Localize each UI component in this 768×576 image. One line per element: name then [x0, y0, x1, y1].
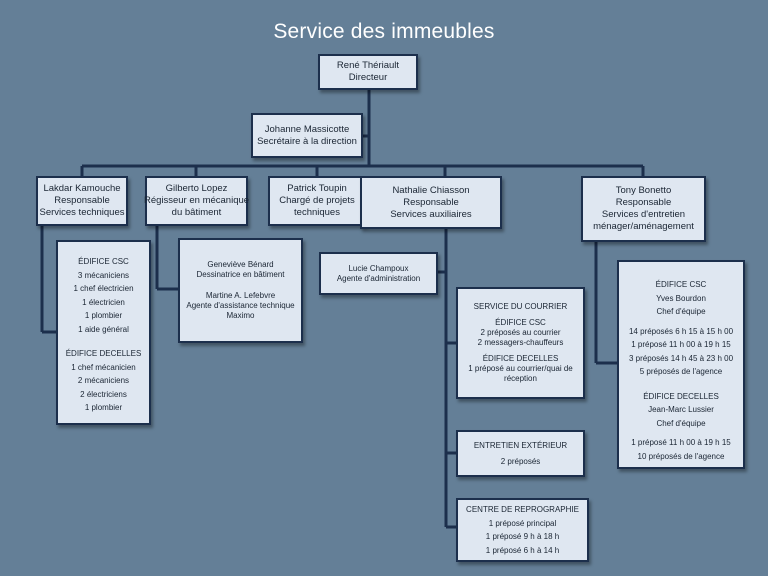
manager-line: Gilberto Lopez [165, 183, 228, 194]
staff-line: 2 préposés au courrier [480, 328, 561, 337]
manager-line: Services auxiliaires [390, 208, 472, 220]
building-heading: ÉDIFICE DECELLES [482, 354, 559, 363]
manager-line: Responsable [403, 196, 459, 208]
manager-box-toupin: Patrick Toupin Chargé de projets techniq… [268, 176, 366, 226]
lopez-staff-box: Geneviève Bénard Dessinatrice en bâtimen… [178, 238, 303, 343]
staff-line: réception [504, 374, 537, 383]
manager-line: Services techniques [39, 207, 125, 218]
staff-line: 1 plombier [84, 311, 123, 320]
staff-line: 2 électriciens [80, 389, 127, 399]
staff-line: 1 préposé 11 h 00 à 19 h 15 [631, 340, 731, 349]
courrier-box: SERVICE DU COURRIER ÉDIFICE CSC 2 prépos… [456, 287, 585, 399]
manager-line: Responsable [615, 197, 672, 208]
staff-line: 5 préposés de l'agence [639, 367, 723, 376]
secretary-role: Secrétaire à la direction [257, 135, 357, 147]
staff-line: 1 aide général [78, 324, 129, 334]
staff-line: 10 préposés de l'agence [637, 451, 725, 461]
staff-line: 1 préposé principal [488, 518, 557, 528]
staff-line: 1 plombier [84, 403, 123, 412]
staff-role: Dessinatrice en bâtiment [196, 270, 285, 279]
staff-name: Geneviève Bénard [207, 260, 274, 269]
staff-line: 1 préposé 9 h à 18 h [485, 532, 560, 541]
service-heading: SERVICE DU COURRIER [473, 302, 568, 311]
menage-staff-box: ÉDIFICE CSC Yves Bourdon Chef d'équipe 1… [617, 260, 745, 469]
manager-line: Patrick Toupin [287, 183, 347, 194]
manager-line: ménager/aménagement [593, 221, 694, 232]
staff-role: Agente d'administration [336, 273, 421, 283]
director-box: René Thériault Directeur [318, 54, 418, 90]
building-heading: ÉDIFICE CSC [655, 280, 707, 289]
staff-line: 3 mécaniciens [77, 270, 130, 280]
manager-line: Régisseur en mécanique [143, 195, 250, 206]
lead-name: Yves Bourdon [656, 293, 706, 303]
secretary-name: Johanne Massicotte [264, 123, 350, 135]
staff-line: 1 préposé 11 h 00 à 19 h 15 [631, 438, 731, 447]
manager-box-chiasson: Nathalie Chiasson Responsable Services a… [360, 176, 502, 229]
lead-name: Jean-Marc Lussier [648, 405, 714, 414]
staff-line: 1 chef électricien [73, 284, 134, 293]
manager-line: Lakdar Kamouche [43, 183, 121, 194]
staff-line: 2 messagers-chauffeurs [477, 338, 564, 347]
lead-role: Chef d'équipe [656, 307, 706, 316]
staff-line: 1 chef mécanicien [71, 362, 136, 372]
manager-box-kamouche: Lakdar Kamouche Responsable Services tec… [36, 176, 128, 226]
staff-line: 1 électricien [82, 297, 125, 307]
service-heading: ENTRETIEN EXTÉRIEUR [473, 440, 568, 450]
entretien-exterieur-box: ENTRETIEN EXTÉRIEUR 2 préposés [456, 430, 585, 477]
manager-line: du bâtiment [171, 207, 222, 218]
reprographie-box: CENTRE DE REPROGRAPHIE 1 préposé princip… [456, 498, 589, 562]
tech-staff-box: ÉDIFICE CSC 3 mécaniciens 1 chef électri… [56, 240, 151, 425]
staff-role: Agente d'assistance technique [186, 301, 295, 310]
manager-line: Services d'entretien [601, 209, 686, 220]
staff-line: 2 préposés [500, 456, 541, 466]
manager-line: Chargé de projets [279, 195, 355, 206]
staff-line: 3 préposés 14 h 45 à 23 h 00 [628, 353, 734, 363]
secretary-box: Johanne Massicotte Secrétaire à la direc… [251, 113, 363, 158]
staff-line: 2 mécaniciens [77, 376, 130, 385]
building-heading: ÉDIFICE DECELLES [643, 391, 719, 401]
manager-line: Nathalie Chiasson [392, 184, 470, 196]
manager-line: Tony Bonetto [615, 185, 672, 196]
director-name: René Thériault [336, 60, 400, 71]
director-role: Directeur [348, 72, 388, 83]
staff-line: 1 préposé 6 h à 14 h [485, 545, 560, 555]
manager-box-lopez: Gilberto Lopez Régisseur en mécanique du… [143, 176, 250, 226]
manager-box-bonetto: Tony Bonetto Responsable Services d'entr… [581, 176, 706, 242]
service-heading: CENTRE DE REPROGRAPHIE [466, 505, 579, 514]
manager-line: techniques [294, 207, 340, 218]
building-heading: ÉDIFICE CSC [78, 257, 129, 266]
staff-name: Lucie Champoux [348, 263, 409, 273]
page-title: Service des immeubles [273, 20, 495, 43]
staff-line: 14 préposés 6 h 15 à 15 h 00 [628, 326, 734, 336]
manager-line: Responsable [54, 195, 110, 206]
staff-role-extra: Maximo [226, 311, 255, 320]
building-heading: ÉDIFICE DECELLES [65, 349, 142, 358]
admin-agent-box: Lucie Champoux Agente d'administration [319, 252, 438, 295]
staff-name: Martine A. Lefebvre [205, 291, 276, 300]
staff-line: 1 préposé au courrier/quai de [468, 364, 573, 373]
building-heading: ÉDIFICE CSC [495, 318, 546, 327]
lead-role: Chef d'équipe [656, 418, 706, 428]
